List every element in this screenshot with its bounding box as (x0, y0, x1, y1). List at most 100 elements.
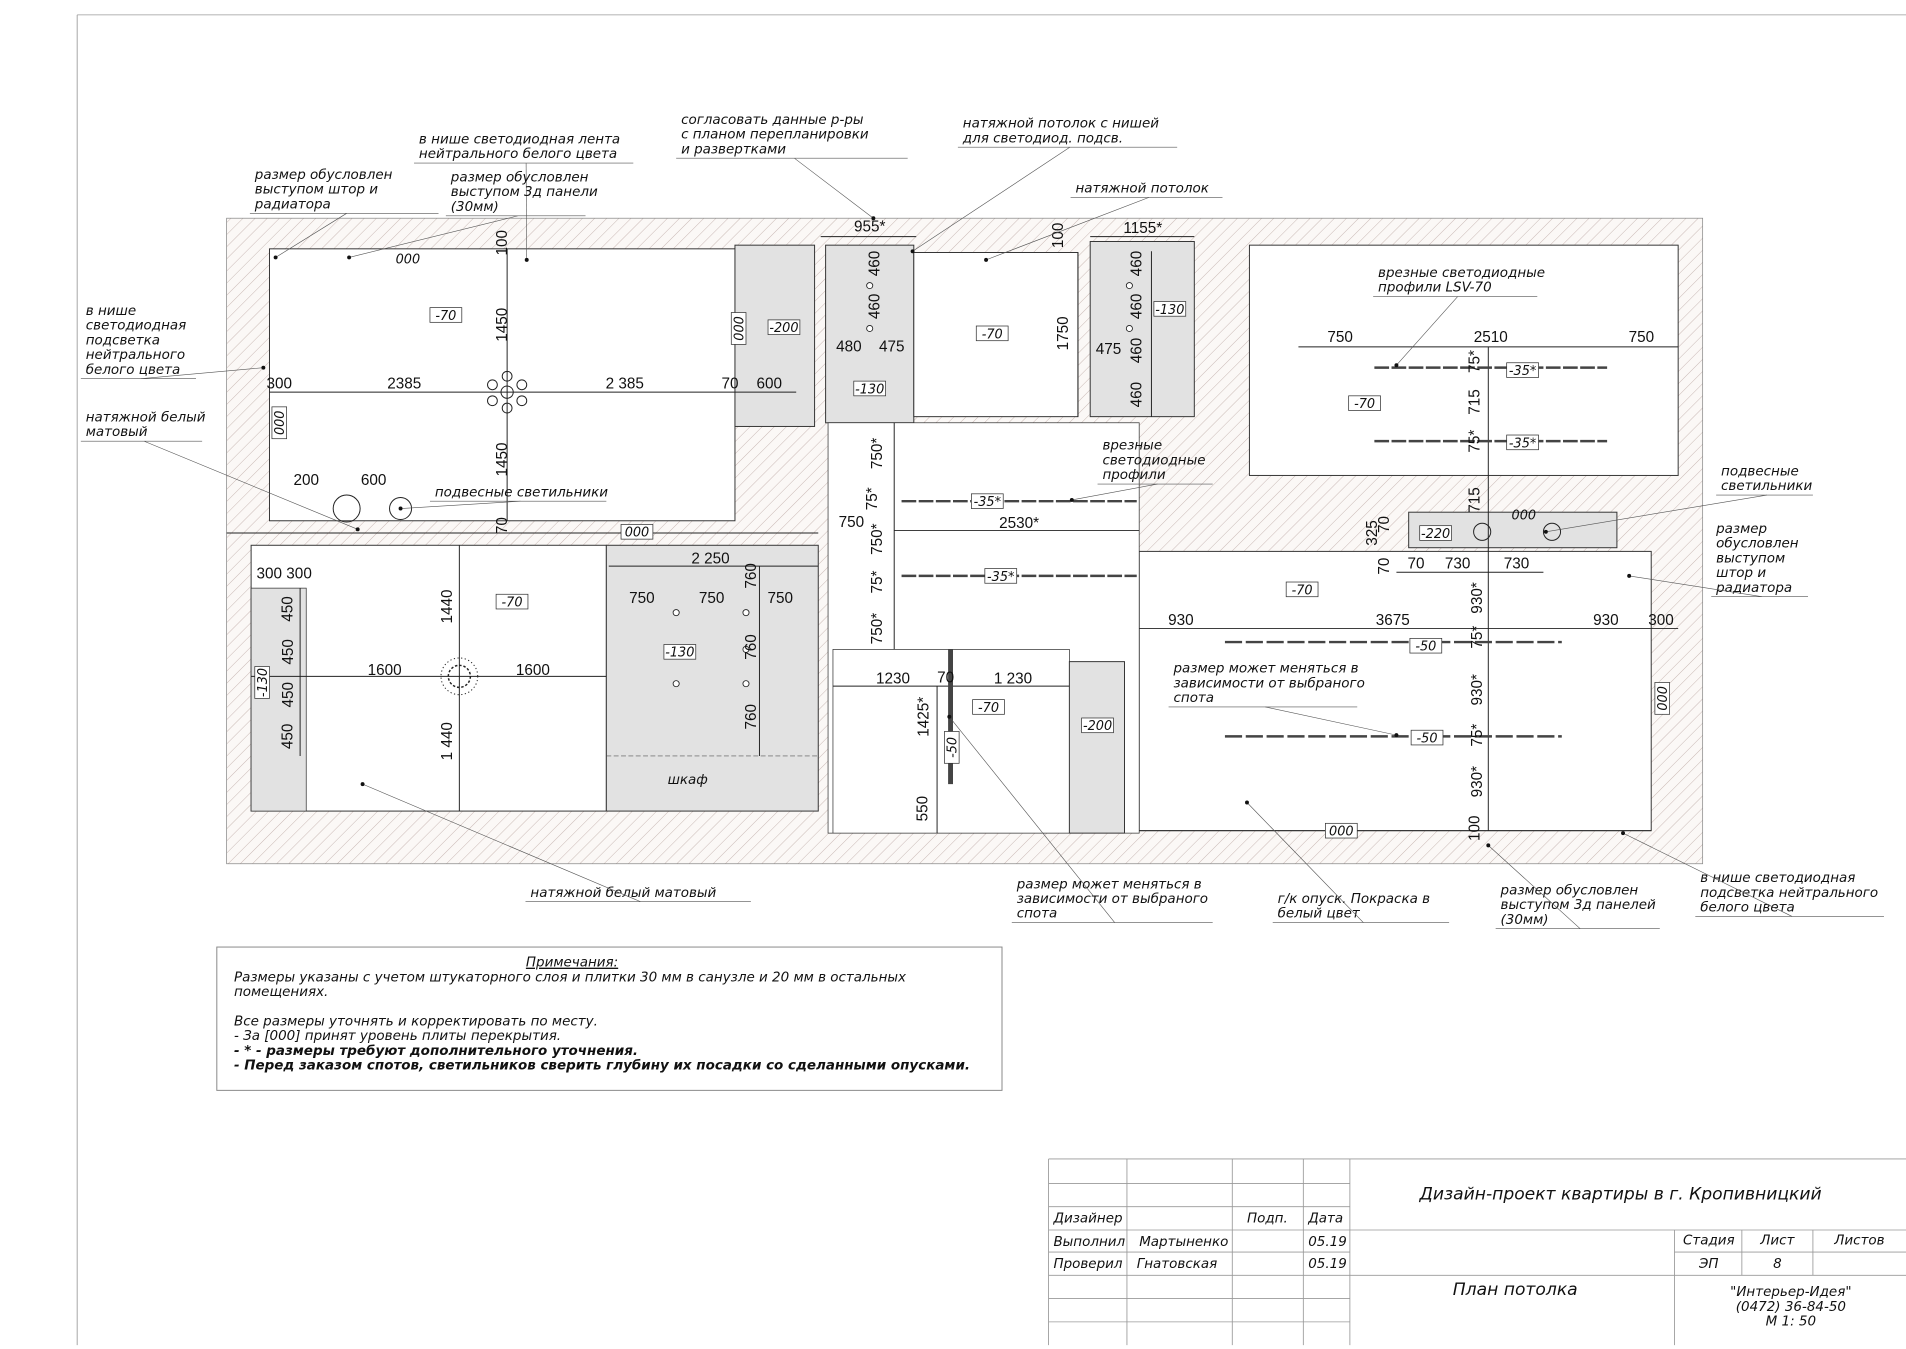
dimension-label: 1450 (494, 308, 511, 342)
level-box (1409, 637, 1443, 654)
level-box (853, 380, 886, 397)
wardrobe-zone (605, 544, 819, 812)
level-value: -70 (435, 309, 456, 324)
annotation-text: врезные светодиодные (1378, 265, 1545, 281)
annotation-text: (30мм) (451, 199, 499, 215)
pendant-light-icon (1473, 522, 1492, 541)
leader-line (1246, 802, 1364, 923)
annotation-callout: согласовать данные р-рыс планом переплан… (676, 112, 908, 221)
level-box (254, 666, 270, 699)
dimension-label: 730 (1504, 556, 1530, 573)
dimension-label: 460 (1129, 382, 1146, 408)
dimension-label: 2510 (1474, 329, 1508, 346)
ceiling-level-mark: -35* (984, 568, 1018, 585)
annotation-text: в нише (86, 303, 136, 319)
dimension-label: 600 (756, 375, 782, 392)
annotation-text: матовый (86, 424, 148, 440)
sheet-frame (76, 14, 1906, 1346)
level-value: 000 (1656, 686, 1671, 711)
annotation-text: штор и (1716, 565, 1766, 581)
dimension-label: 750 (768, 590, 794, 607)
dimension-label: 100 (494, 230, 511, 256)
dimension-label: 760 (743, 563, 760, 589)
level-box (620, 524, 654, 540)
dimension-label: 760 (743, 634, 760, 660)
annotation-text: светодиодная (86, 318, 187, 334)
bathroom-niche-right (1089, 240, 1195, 418)
annotation-text: врезные (1102, 438, 1162, 454)
level-value: -35* (974, 495, 1002, 510)
dimension-label: 75* (1469, 724, 1486, 747)
level-value: 000 (1512, 509, 1537, 524)
dimension-label: 460 (1129, 338, 1146, 364)
dimension-label: 1425* (916, 697, 933, 737)
annotation-text: спота (1017, 906, 1058, 922)
dimension-label: 70 (722, 375, 739, 392)
level-box (767, 319, 801, 335)
leader-arrow-icon (1245, 800, 1249, 805)
bedroom-right (1248, 244, 1679, 476)
level-value: -130 (855, 382, 884, 397)
dimension-label: 1750 (1055, 316, 1072, 350)
curtain-niche (250, 587, 307, 812)
level-value: 000 (273, 411, 288, 436)
dimension-label: 100 (1467, 815, 1484, 841)
leader-line (985, 197, 1150, 261)
sheets-label: Листов (1833, 1233, 1884, 1249)
rooms (226, 240, 1679, 834)
annotation-text: профили LSV-70 (1378, 280, 1492, 296)
dimension-label: 715 (1467, 389, 1484, 415)
ceiling-level-mark: 000 (1512, 509, 1537, 524)
level-box (1654, 682, 1670, 715)
note-line: - * - размеры требуют дополнительного ут… (234, 1043, 638, 1059)
stage-value: ЭП (1698, 1256, 1719, 1272)
annotation-text: г/к опуск. Покраска в (1278, 891, 1431, 907)
note-line: Все размеры уточнять и корректировать по… (234, 1013, 598, 1029)
dimension-label: 450 (280, 724, 297, 750)
annotation-text: натяжной потолок с нишей (963, 116, 1159, 132)
leader-line (1071, 483, 1158, 501)
dimension-label: 300 (267, 375, 293, 392)
annotation-callout: натяжной белый матовый (360, 782, 751, 903)
level-value: -35* (1509, 436, 1537, 451)
level-box (1506, 434, 1539, 451)
level-value: -35* (987, 570, 1015, 585)
wardrobe-label: шкаф (668, 772, 708, 788)
ceiling-level-mark: -70 (1348, 395, 1381, 412)
dimension-label: 75* (1467, 430, 1484, 453)
dimension-label: 450 (280, 639, 297, 665)
designer-label: Дизайнер (1052, 1211, 1122, 1227)
dimension-lines (251, 236, 1679, 834)
ceiling-level-mark: -70 (972, 699, 1005, 716)
level-value: -130 (256, 668, 271, 697)
level-box (429, 307, 463, 323)
level-value: -200 (769, 321, 798, 336)
annotation-text: в нише светодиодная лента (419, 131, 620, 147)
title-block: Дизайн-проект квартиры в г. Кропивницкий… (1048, 1158, 1906, 1346)
dimension-label: 75* (1469, 626, 1486, 649)
ceiling-level-mark: -130 (663, 644, 697, 661)
ceiling-level-mark: -130 (853, 380, 886, 397)
dimension-label: 750 (629, 590, 655, 607)
annotation-text: белого цвета (1700, 900, 1795, 916)
ceiling-level-mark: 000 (730, 312, 748, 345)
level-value: 000 (733, 316, 748, 341)
annotation-text: зависимости от выбраного (1173, 675, 1364, 691)
chandelier-icon (440, 657, 479, 696)
dimension-label: 2 385 (606, 375, 644, 392)
checker-name: Гнатовская (1137, 1256, 1217, 1272)
annotation-text: размер может меняться в (1172, 661, 1358, 677)
dimension-label: 70 (494, 517, 511, 534)
dimension-label: 460 (1129, 251, 1146, 277)
note-line: - За [000] принят уровень плиты перекрыт… (234, 1028, 561, 1044)
dimension-label: 2530* (999, 515, 1039, 532)
leader-line (912, 146, 1071, 252)
annotation-text: белый цвет (1278, 906, 1361, 922)
annotation-text: нейтрального (86, 347, 185, 363)
leader-arrow-icon (360, 782, 365, 787)
annotation-text: размер может меняться в (1016, 876, 1202, 892)
